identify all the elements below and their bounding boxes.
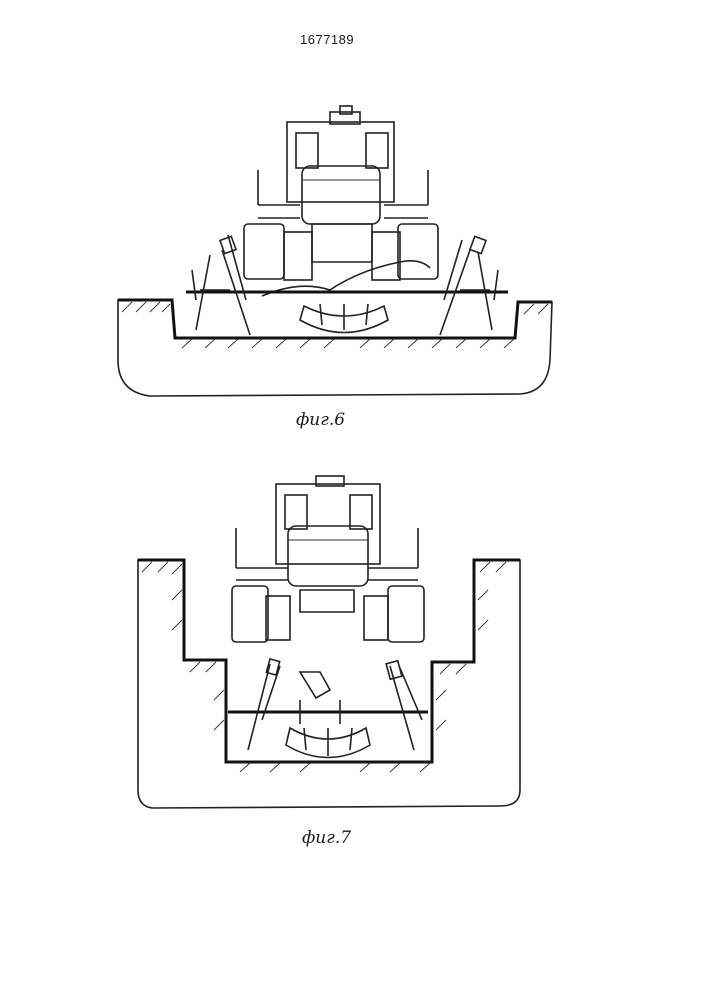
figure-7-caption: фиг.7 [302, 828, 351, 848]
